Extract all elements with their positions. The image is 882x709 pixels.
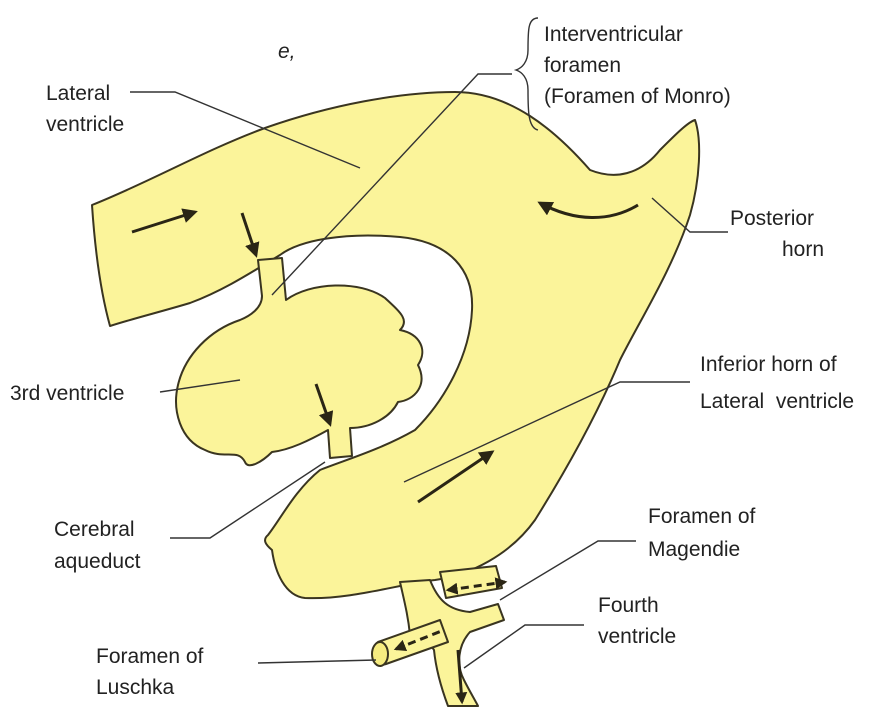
label-posterior-1: Posterior [730,207,814,230]
label-cerebral-aqueduct: Cerebral aqueduct [54,518,141,573]
leader-magendie [500,541,636,600]
label-posterior-2: horn [782,238,824,261]
label-interventricular-1: Interventricular [544,23,683,46]
label-lateral-ventricle: Lateral ventricle [46,82,124,136]
label-aqueduct-2: aqueduct [54,550,141,573]
label-fourth-1: Fourth [598,594,659,617]
label-foramen-magendie: Foramen of Magendie [648,505,756,561]
label-magendie-1: Foramen of [648,505,756,528]
luschka-opening [372,642,388,666]
label-fourth-ventricle: Fourth ventricle [598,594,676,648]
stray-mark: e, [278,40,296,63]
label-lateral-2: ventricle [46,113,124,136]
label-inferior-horn: Inferior horn of Lateral ventricle [700,353,854,413]
label-magendie-2: Magendie [648,538,740,561]
label-luschka-2: Luschka [96,676,175,699]
label-interventricular: Interventricular foramen (Foramen of Mon… [544,23,731,108]
label-foramen-luschka: Foramen of Luschka [96,645,204,699]
magendie-tube [440,566,502,598]
label-posterior-horn: Posterior horn [730,207,824,261]
leader-fourth [464,625,584,668]
label-lateral-1: Lateral [46,82,110,105]
leader-luschka [258,660,376,663]
label-fourth-2: ventricle [598,625,676,648]
label-inferior-1: Inferior horn of [700,353,837,376]
label-interventricular-2: foramen [544,54,621,77]
label-luschka-1: Foramen of [96,645,204,668]
label-interventricular-3: (Foramen of Monro) [544,85,731,108]
label-aqueduct-1: Cerebral [54,518,135,541]
label-third-ventricle: 3rd ventricle [10,382,124,405]
label-inferior-2: Lateral ventricle [700,390,854,413]
